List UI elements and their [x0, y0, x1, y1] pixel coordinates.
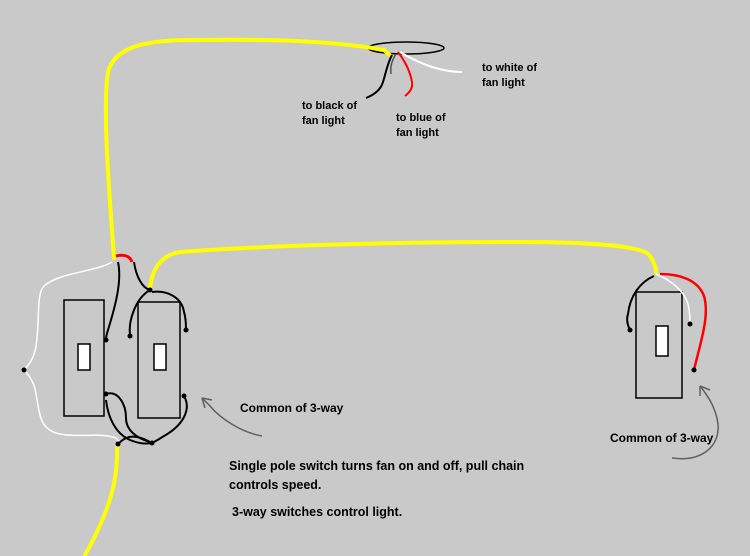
arrow-common-right-head: [699, 385, 711, 396]
single-pole-switch: [63, 299, 105, 417]
left-3way-switch: [137, 301, 181, 419]
label-to-black-1: to black of: [302, 100, 357, 112]
black-wire-left-box-3: [128, 289, 151, 337]
red-wire-left-box: [115, 253, 134, 263]
right-box-terminals: [627, 321, 697, 373]
red-wire-right-box: [659, 272, 708, 371]
label-to-white-1: to white of: [482, 62, 537, 74]
red-lead-fan-light: [397, 51, 414, 97]
note-line-2: controls speed.: [229, 478, 321, 492]
black-wire-left-box-7: [105, 399, 153, 445]
label-common-left: Common of 3-way: [240, 401, 344, 415]
label-to-blue-2: fan light: [396, 127, 439, 139]
yellow-wire-to-ceiling: [103, 37, 392, 260]
black-wire-right-box: [626, 275, 655, 331]
yellow-wire-feed: [83, 446, 120, 556]
gray-lead-fan-light: [390, 53, 397, 75]
white-neutral-wire: [22, 261, 121, 445]
note-3way: 3-way switches control light.: [232, 505, 402, 519]
arrow-common-left: [201, 397, 263, 437]
single-pole-toggle: [77, 343, 91, 371]
left-3way-toggle: [153, 343, 167, 371]
right-3way-switch: [635, 291, 683, 399]
black-lead-fan-light: [365, 54, 393, 99]
left-box-terminals: [21, 287, 189, 447]
note-line-1: Single pole switch turns fan on and off,…: [229, 459, 524, 473]
label-to-white-2: fan light: [482, 77, 525, 89]
arrow-common-left-head: [201, 397, 213, 409]
arrow-common-right: [671, 385, 719, 460]
right-3way-toggle: [655, 325, 669, 357]
label-common-right: Common of 3-way: [610, 431, 714, 445]
yellow-wire-to-right-3way: [148, 239, 658, 290]
label-to-blue-1: to blue of: [396, 112, 446, 124]
black-wire-left-box-6: [151, 395, 188, 444]
white-lead-fan-light: [399, 51, 463, 73]
black-wire-left-box-4: [151, 290, 187, 331]
label-to-black-2: fan light: [302, 115, 345, 127]
white-wire-right-box: [655, 273, 691, 325]
